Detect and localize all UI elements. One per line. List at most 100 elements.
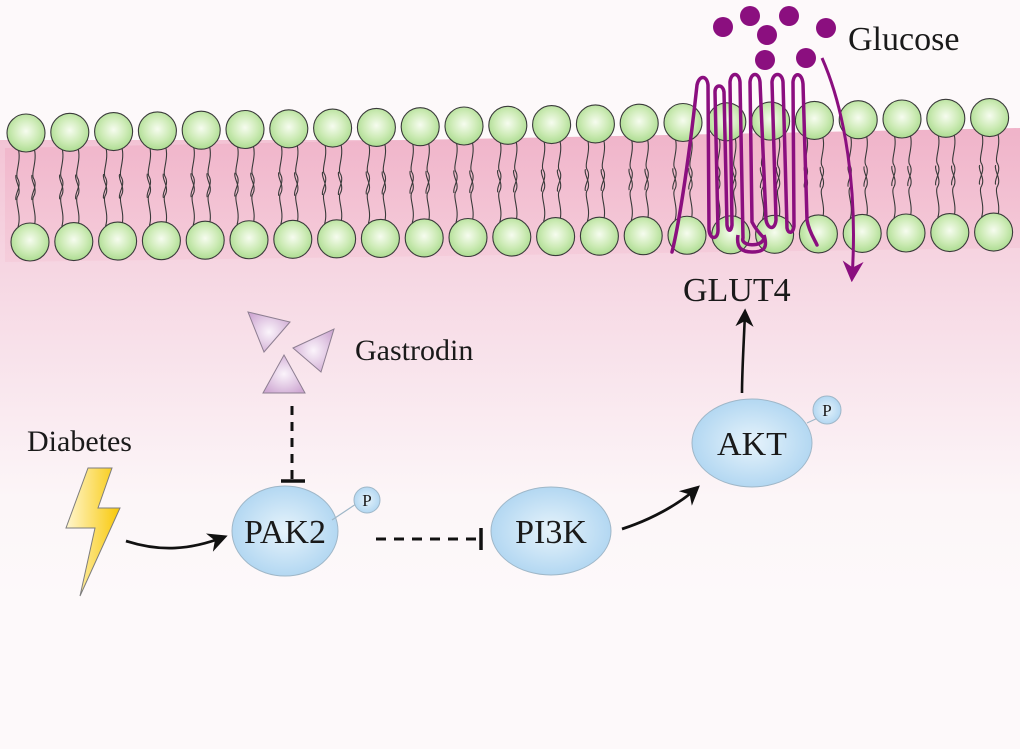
lipid-tail <box>337 171 343 225</box>
lipid-tail <box>409 170 414 224</box>
lipid-head-inner <box>10 222 50 262</box>
lipid-tail <box>556 169 562 222</box>
lipid-tail <box>556 139 562 192</box>
lipid-tail <box>162 173 168 226</box>
akt-node[interactable]: AKT P <box>691 395 842 488</box>
lipid-tail <box>600 168 606 222</box>
lipid-head-inner <box>492 217 532 257</box>
lipid-head-outer <box>794 100 834 140</box>
gastrodin-label: Gastrodin <box>355 334 473 367</box>
lipid-tail <box>688 137 693 190</box>
lipid-tail <box>425 170 430 224</box>
lipid-head-outer <box>882 99 922 139</box>
lipid-tail <box>584 168 590 222</box>
lipid-tail <box>31 147 36 201</box>
lipid-head-inner <box>842 213 882 253</box>
lipid-head-outer <box>94 112 134 152</box>
lipid-tail <box>512 169 518 223</box>
lipid-tail <box>234 144 239 197</box>
lipid-tail <box>644 168 649 221</box>
lipid-head-inner <box>54 222 94 262</box>
lipid-tail <box>819 166 825 220</box>
lipid-head-outer <box>137 111 177 151</box>
lipid-tail <box>293 172 299 225</box>
lipid-tail <box>688 168 693 221</box>
lipid-tail <box>775 167 781 220</box>
lipid-tail <box>190 173 195 226</box>
glut4-helices <box>670 72 819 254</box>
lipid-tail <box>540 169 546 222</box>
lipid-tail <box>102 173 108 227</box>
lipid-tail <box>277 143 283 196</box>
lipid-head-outer <box>970 98 1010 138</box>
akt-to-glut4-arrow <box>735 308 754 394</box>
lipid-head-outer <box>444 106 484 146</box>
lipid-tail <box>469 140 474 194</box>
lipid-tail <box>978 164 984 218</box>
pak2-label: PAK2 <box>244 514 326 551</box>
glut4-bottom-loop <box>735 234 768 254</box>
lipid-tail <box>15 147 20 201</box>
lipid-head-outer <box>926 98 966 138</box>
lipid-tail <box>950 165 956 218</box>
akt-phospho-circle <box>812 395 842 425</box>
lipid-tail <box>512 140 518 193</box>
lipid-tail <box>206 145 211 198</box>
lipid-tail <box>293 143 299 196</box>
lipid-head-outer <box>6 113 46 153</box>
pak2-inhibits-pi3k <box>376 528 483 550</box>
lipid-head-outer <box>356 107 396 147</box>
pak2-node[interactable]: PAK2 P <box>231 485 381 577</box>
lipid-head-inner <box>974 212 1014 252</box>
lipid-tail <box>365 171 371 224</box>
lipid-head-outer <box>50 112 90 152</box>
lipid-tail <box>600 138 606 192</box>
lipid-head-inner <box>536 217 576 257</box>
akt-label: AKT <box>717 426 787 463</box>
lipid-head-inner <box>360 218 400 258</box>
lipid-tail <box>775 135 781 189</box>
lipid-tail <box>907 165 912 219</box>
lipid-tail <box>321 171 327 225</box>
gastrodin-triangle-3 <box>262 353 306 394</box>
lipid-head-outer <box>619 103 659 143</box>
glut4-transporter[interactable] <box>670 72 819 254</box>
lipid-head-outer <box>313 108 353 148</box>
lipid-tail <box>74 174 80 227</box>
diabetes-label: Diabetes <box>27 425 132 458</box>
lipid-tail <box>496 169 502 223</box>
lipid-tail <box>978 132 984 185</box>
lipid-tail <box>146 145 152 199</box>
lipid-tail <box>907 133 912 187</box>
glucose-molecule <box>796 48 816 68</box>
lipid-head-outer <box>532 105 572 145</box>
glucose-molecule <box>713 17 733 37</box>
pi3k-node[interactable]: PI3K <box>490 486 612 576</box>
akt-ellipse <box>691 398 813 488</box>
pi3k-ellipse <box>490 486 612 576</box>
glut4-label: GLUT4 <box>683 272 791 309</box>
lipid-tail <box>584 138 590 192</box>
lipid-tail <box>381 171 387 224</box>
lipid-head-outer <box>269 109 309 149</box>
lipid-head-outer <box>400 107 440 147</box>
glucose-molecules <box>713 6 836 70</box>
glucose-uptake-arrow <box>820 57 864 283</box>
lipid-tail <box>74 147 80 200</box>
glucose-label: Glucose <box>848 21 959 58</box>
pak2-phospho-label: P <box>362 491 371 510</box>
gastrodin-triangle-2 <box>292 328 335 373</box>
glucose-molecule <box>757 25 777 45</box>
lipid-tail <box>628 138 633 191</box>
lipid-head-inner <box>930 213 970 253</box>
lipid-head-inner <box>404 218 444 258</box>
glucose-molecule <box>755 50 775 70</box>
lipid-tail <box>891 133 896 187</box>
lipid-head-outer <box>181 110 221 150</box>
lipid-head-inner <box>273 219 313 259</box>
gastrodin-molecule <box>247 311 335 394</box>
lipid-tail <box>58 174 64 227</box>
lipid-tail <box>31 174 36 228</box>
lipid-heads <box>6 98 1014 262</box>
